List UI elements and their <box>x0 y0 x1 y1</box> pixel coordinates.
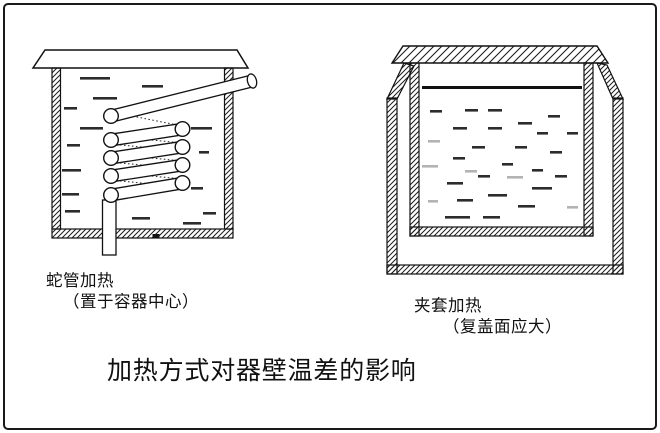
jacket-vessel-roof <box>390 45 610 64</box>
bottom-mark <box>152 234 160 238</box>
heating-coil <box>102 73 258 203</box>
jacket-heating-caption-line1: 夹套加热 <box>414 296 482 315</box>
liquid-dash <box>502 163 513 166</box>
liquid-level-line <box>422 86 582 89</box>
liquid-dash <box>465 170 477 173</box>
jacket-wall-right <box>612 97 624 275</box>
liquid-dash <box>142 85 163 88</box>
liquid-dash <box>80 127 103 130</box>
jacket-heating-caption-line2: （复盖面应大） <box>443 316 562 336</box>
liquid-dash <box>62 193 79 196</box>
liquid-dash <box>457 199 473 202</box>
liquid-dash <box>203 212 216 215</box>
figure-title: 加热方式对器壁温差的影响 <box>107 358 417 385</box>
liquid-dash <box>453 157 465 160</box>
liquid-dash <box>488 109 502 112</box>
liquid-dash <box>532 169 543 172</box>
liquid-dash <box>532 187 552 190</box>
inner-vessel-wall-left <box>409 62 420 237</box>
liquid-dash <box>555 175 567 178</box>
liquid-dash <box>518 122 532 125</box>
liquid-dash <box>65 210 80 213</box>
liquid-dash <box>567 206 578 209</box>
inlet-tube-end <box>246 73 258 89</box>
liquid-dash <box>488 194 507 197</box>
liquid-dash <box>132 217 150 220</box>
liquid-dash <box>445 216 470 219</box>
liquid-dash <box>430 110 442 113</box>
liquid-dash <box>488 127 502 130</box>
liquid-dash <box>472 146 485 149</box>
coil-heating-caption-line1: 蛇管加热 <box>46 271 114 290</box>
coil-vessel-liquid-dashes <box>62 77 216 225</box>
liquid-dash <box>478 175 490 178</box>
liquid-dash <box>483 216 500 219</box>
inner-vessel-bottom <box>409 226 594 237</box>
liquid-dash <box>548 115 560 118</box>
jacket-bottom <box>386 264 624 275</box>
coil-inlet-tube <box>110 73 258 123</box>
liquid-dash <box>422 165 438 168</box>
liquid-dash <box>567 132 578 135</box>
inner-vessel-wall-right <box>583 62 594 237</box>
coil-heating-caption-line2: （置于容器中心） <box>63 291 199 311</box>
liquid-dash <box>453 127 467 130</box>
liquid-dash <box>191 187 203 190</box>
liquid-dash <box>93 97 117 100</box>
liquid-dash <box>64 107 77 110</box>
coil-front-tubes <box>110 122 184 202</box>
coil-heating-caption: 蛇管加热 （置于容器中心） <box>46 271 199 312</box>
liquid-dash <box>183 222 201 225</box>
jacket-heating-caption: 夹套加热 （复盖面应大） <box>414 296 562 337</box>
jacket-vessel-liquid-dashes-dark <box>430 109 578 219</box>
liquid-dash <box>428 200 438 203</box>
jacket-vessel-liquid-dashes-light <box>422 140 578 209</box>
liquid-dash <box>199 151 209 154</box>
jacket-chamfer-right <box>595 62 624 100</box>
jacket-wall-left <box>386 97 398 275</box>
liquid-dash <box>428 140 440 143</box>
liquid-dash <box>191 127 212 130</box>
liquid-dash <box>550 151 562 154</box>
coil-turn-ends <box>102 107 191 203</box>
liquid-dash <box>515 146 527 149</box>
liquid-dash <box>465 109 478 112</box>
coil-vessel-drawing <box>31 49 258 256</box>
liquid-dash <box>537 132 548 135</box>
coil-vessel-lid <box>31 49 250 69</box>
liquid-dash <box>518 205 535 208</box>
liquid-dash <box>80 77 110 80</box>
coil-vessel-bottom <box>51 228 234 239</box>
liquid-dash <box>447 182 463 185</box>
liquid-dash <box>507 176 523 179</box>
coil-vessel-wall-left <box>51 67 62 230</box>
coil-outlet-pipe <box>101 199 117 256</box>
liquid-dash <box>62 169 81 172</box>
liquid-dash <box>67 144 80 147</box>
jacket-vessel-drawing <box>386 45 624 275</box>
